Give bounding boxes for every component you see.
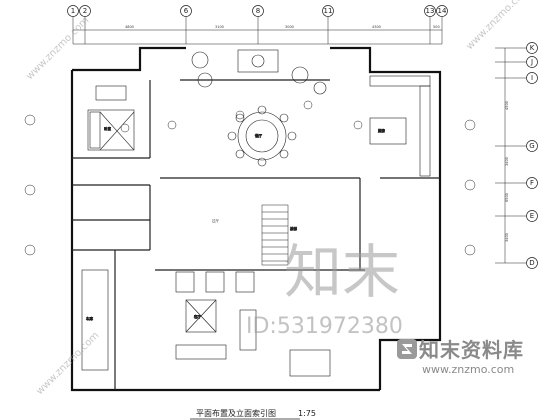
dimension-value: 500 (433, 25, 440, 29)
grid-label-j: J (530, 58, 533, 66)
brand-url: www.znzmo.com (422, 363, 515, 376)
dimension-value: 3100 (215, 25, 224, 29)
right-grid-bubbles: K J I G F E D (526, 42, 538, 269)
planter-decor (191, 49, 327, 95)
right-dimension-values: 4500 3400 6500 3400 (505, 101, 509, 242)
dimension-value: 6500 (505, 193, 509, 202)
room-label-hall: 过厅 (212, 218, 219, 223)
interior-walls (72, 79, 440, 390)
dimension-value: 4300 (372, 25, 381, 29)
dimension-value: 4500 (505, 101, 509, 110)
elevation-index-markers (24, 100, 476, 256)
room-label-living: 客厅 (194, 314, 201, 319)
top-dimension-line (72, 17, 443, 45)
staircase: 楼梯 (261, 204, 298, 266)
grid-label-2: 2 (83, 7, 87, 15)
grid-label-d: D (529, 259, 534, 267)
watermark-id: ID:531972380 (246, 314, 403, 339)
grid-label-f: F (530, 179, 534, 187)
grid-label-8: 8 (256, 7, 260, 15)
top-dimension-values: 4800 3100 3000 4300 500 (125, 25, 440, 29)
grid-label-i: I (531, 74, 533, 82)
watermark-url: www.znzmo.com (464, 0, 531, 52)
room-label-bedroom: 卧室 (104, 126, 111, 131)
grid-label-13: 13 (426, 7, 435, 15)
grid-label-k: K (530, 44, 535, 52)
room-label-garage: 车库 (86, 316, 93, 321)
grid-label-11: 11 (324, 7, 333, 15)
room-label-dining: 餐厅 (255, 133, 263, 138)
living-room: 客厅 (175, 271, 331, 377)
dimension-value: 3400 (505, 157, 509, 166)
right-dimension-line (495, 47, 526, 264)
room-label-kitchen: 厨房 (378, 128, 386, 133)
grid-label-14: 14 (438, 7, 447, 15)
brand-badge: 知末资料库 www.znzmo.com (392, 330, 560, 420)
grid-label-g: G (529, 142, 534, 150)
room-label-stair: 楼梯 (290, 226, 298, 231)
bedroom: 卧室 (87, 85, 135, 151)
brand-logo-icon (397, 339, 417, 359)
dining-table: 餐厅 (227, 105, 297, 167)
watermark-url: www.znzmo.com (34, 330, 101, 397)
grid-label-6: 6 (184, 7, 189, 15)
dimension-value: 3400 (505, 233, 509, 242)
watermark-url: www.znzmo.com (24, 15, 91, 82)
top-grid-bubbles: 1 2 6 8 11 13 14 (67, 5, 448, 17)
drawing-title: 平面布置及立面索引图 (196, 408, 276, 418)
watermark-logo-text: 知末 (284, 238, 400, 306)
dimension-value: 4800 (125, 25, 134, 29)
grid-label-e: E (530, 212, 534, 220)
garage: 车库 (81, 269, 109, 371)
grid-label-1: 1 (71, 7, 75, 15)
drawing-scale: 1:75 (298, 409, 316, 418)
kitchen: 厨房 (369, 75, 431, 177)
brand-name: 知末资料库 (419, 338, 524, 362)
dimension-value: 3000 (285, 25, 294, 29)
